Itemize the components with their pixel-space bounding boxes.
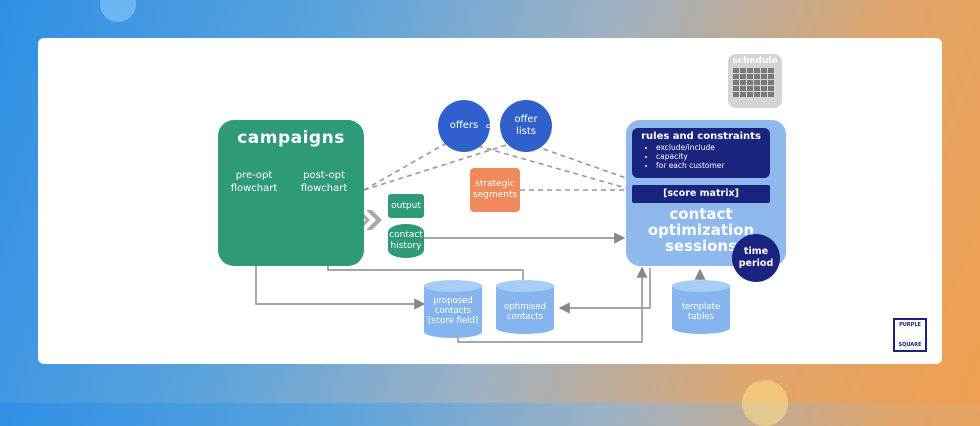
time-period-circle: time period xyxy=(732,234,780,282)
logo-bottom-text: SQUARE xyxy=(898,342,922,348)
offer-lists-circle: offer lists xyxy=(500,100,552,152)
output-box: output xyxy=(388,194,424,218)
contact-history-box: contact history xyxy=(388,224,424,258)
slide-card: campaigns pre-opt flowchart post-opt flo… xyxy=(38,38,942,364)
sessions-title: contact optimization sessions xyxy=(647,205,755,255)
arrow-icon: ⇨ xyxy=(486,117,499,135)
rule-item: for each customer xyxy=(656,161,764,170)
rules-list: exclude/include capacity for each custom… xyxy=(638,143,764,170)
rule-item: capacity xyxy=(656,152,764,161)
proposed-contacts-cylinder: proposed contacts [score field] xyxy=(424,280,482,338)
optimised-contacts-label: optimised contacts xyxy=(504,302,546,322)
contact-optimization-sessions: rules and constraints exclude/include ca… xyxy=(626,120,786,266)
schedule-label: schedule xyxy=(732,56,778,66)
campaigns-title: campaigns xyxy=(237,128,345,148)
purple-square-logo: PURPLE SQUARE xyxy=(893,318,927,352)
proposed-contacts-label: proposed contacts [score field] xyxy=(427,296,479,326)
template-tables-label: template tables xyxy=(681,302,721,322)
rule-item: exclude/include xyxy=(656,143,764,152)
pre-opt-label: pre-opt flowchart xyxy=(230,170,278,194)
optimised-contacts-cylinder: optimised contacts xyxy=(496,280,554,334)
score-matrix: [score matrix] xyxy=(632,185,770,203)
template-tables-cylinder: template tables xyxy=(672,280,730,334)
strategic-segments-box: strategic segments xyxy=(470,168,520,212)
post-opt-label: post-opt flowchart xyxy=(300,170,348,194)
background-bubble xyxy=(742,380,788,426)
rules-and-constraints: rules and constraints exclude/include ca… xyxy=(632,128,770,178)
background-bubble xyxy=(100,0,136,22)
schedule-calendar-icon: schedule xyxy=(728,54,782,108)
logo-top-text: PURPLE xyxy=(899,322,921,328)
campaigns-box: campaigns pre-opt flowchart post-opt flo… xyxy=(218,120,364,266)
calendar-grid xyxy=(733,68,782,97)
rules-title: rules and constraints xyxy=(641,131,761,142)
offers-circle: offers xyxy=(438,100,490,152)
